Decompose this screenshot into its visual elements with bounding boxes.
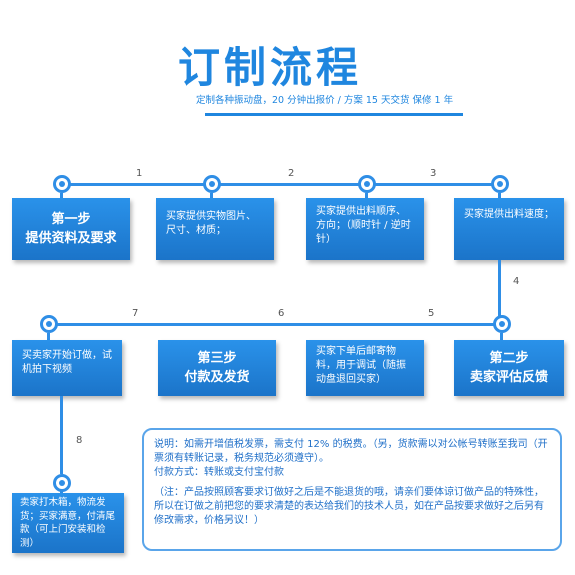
connector — [60, 490, 63, 494]
flow-node — [40, 315, 58, 333]
page-title: 订制流程 — [178, 43, 363, 92]
connector — [210, 193, 213, 199]
step-2-title: 第二步 — [489, 351, 529, 366]
connector — [47, 333, 50, 340]
flow-node — [493, 315, 511, 333]
seller-ship-box: 卖家打木箱，物流发货；买家满意，付清尾款（可上门安装和检测） — [12, 493, 124, 553]
note-payment: 付款方式：转账或支付宝付款 — [154, 467, 284, 478]
flow-line-middle — [48, 323, 502, 326]
seller-video-box: 买卖家开始订做，试机拍下视频 — [12, 340, 122, 396]
buyer-direction-box: 买家提供出料顺序、方向；（顺时针 / 逆时针） — [306, 198, 424, 260]
flow-number-5: 5 — [428, 308, 435, 319]
flow-number-7: 7 — [132, 308, 139, 319]
flow-node — [491, 175, 509, 193]
step-3-label: 付款及发货 — [184, 370, 250, 385]
seller-video-text: 买卖家开始订做，试机拍下视频 — [22, 350, 112, 375]
subtitle-underline — [205, 113, 463, 116]
buyer-sample-box: 买家提供实物图片、尺寸、材质； — [156, 198, 274, 260]
buyer-speed-text: 买家提供出料速度； — [464, 209, 554, 220]
step-3-box: 第三步 付款及发货 — [158, 340, 276, 396]
note-disclaimer: （注：产品按照顾客要求订做好之后是不能退货的哦，请亲们要体谅订做产品的特殊性，所… — [154, 487, 544, 526]
flow-number-4: 4 — [513, 276, 520, 287]
step-3-title: 第三步 — [197, 351, 237, 366]
page-subtitle: 定制各种振动盘，20 分钟出报价 / 方案 15 天交货 保修 1 年 — [196, 95, 454, 106]
buyer-sample-text: 买家提供实物图片、尺寸、材质； — [166, 211, 256, 236]
buyer-order-box: 买家下单后邮寄物料，用于调试（随振动盘退回买家） — [306, 340, 424, 396]
flow-number-3: 3 — [430, 168, 437, 179]
buyer-speed-box: 买家提供出料速度； — [454, 198, 564, 260]
step-1-box: 第一步 提供资料及要求 — [12, 198, 130, 260]
flow-node — [203, 175, 221, 193]
flow-number-1: 1 — [136, 168, 143, 179]
flow-number-8: 8 — [76, 435, 83, 446]
flow-node — [53, 175, 71, 193]
step-1-title: 第一步 — [51, 212, 91, 227]
step-1-label: 提供资料及要求 — [25, 231, 117, 246]
note-panel: 说明：如需开增值税发票，需支付 12% 的税费。（另，货款需以对公帐号转账至我司… — [142, 428, 562, 551]
flow-line-left — [60, 396, 63, 474]
flow-line-top — [62, 183, 502, 186]
flow-line-right — [498, 260, 501, 323]
connector — [60, 193, 63, 199]
seller-ship-text: 卖家打木箱，物流发货；买家满意，付清尾款（可上门安装和检测） — [20, 497, 116, 549]
step-2-label: 卖家评估反馈 — [469, 370, 548, 385]
connector — [365, 193, 368, 199]
flow-node — [358, 175, 376, 193]
step-2-box: 第二步 卖家评估反馈 — [454, 340, 564, 396]
buyer-order-text: 买家下单后邮寄物料，用于调试（随振动盘退回买家） — [316, 346, 406, 385]
flow-number-6: 6 — [278, 308, 285, 319]
connector — [498, 193, 501, 199]
flow-number-2: 2 — [288, 168, 295, 179]
buyer-direction-text: 买家提供出料顺序、方向；（顺时针 / 逆时针） — [316, 206, 411, 245]
connector — [500, 333, 503, 340]
note-invoice: 说明：如需开增值税发票，需支付 12% 的税费。（另，货款需以对公帐号转账至我司… — [154, 439, 548, 464]
